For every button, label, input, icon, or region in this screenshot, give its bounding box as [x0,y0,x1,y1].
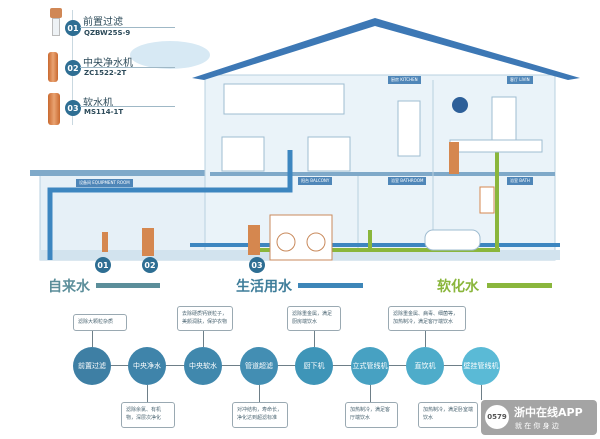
product-name: 中央净水机 [83,58,133,69]
flow-step-desc: 滤除重金属，满足厨房端饮水 [287,306,341,331]
section-title-tap-water: 自来水 [48,279,90,295]
flow-step: 厨下机 [295,347,333,385]
flow-step-desc: 加热制冷，满足客厅端饮水 [345,402,398,428]
room-label-bathroom: 浴室 BATHROOM [388,177,427,185]
room-label-living: 客厅 LIVIN [507,76,533,84]
product-name: 前置过滤 [83,17,123,28]
flow-step: 前置过滤 [73,347,111,385]
prefilter-icon [50,8,64,40]
clock [452,97,468,113]
room-label-equipment: 设备间 EQUIPMENT ROOM [76,179,133,187]
flow-step-desc: 滤除大颗粒杂质 [73,314,127,331]
product-num: 03 [65,100,81,116]
product-model: ZC1522-2T [84,69,127,77]
softener-icon [48,93,60,125]
product-model: MS114-1T [84,108,124,116]
flow-step-desc: 去除硬质钙镁粒子，美颜润肤，保护衣物 [177,306,233,331]
house-illustration [30,18,580,261]
flow-step: 中央净水 [128,347,166,385]
flow-step: 管道超滤 [240,347,278,385]
marker-03: 03 [249,257,265,273]
section-title-domestic-water: 生活用水 [236,279,292,295]
room-label-balcony: 阳台 BALCONY [298,177,333,185]
watermark-slogan: 就 在 你 身 边 [515,422,559,430]
flow-step: 立式管线机 [351,347,389,385]
central-purifier-icon [48,52,58,82]
flow-step-desc: 对冲结构，寿命长，净化达到超滤标准 [232,402,288,428]
flow-step-desc: 滤除重金属、病毒、细菌等，加热制冷，满足客厅端饮水 [388,306,466,331]
flow-step-desc: 滤除余氯、有机物，深层次净化 [121,402,175,428]
product-num: 01 [65,20,81,36]
watermark-logo: 0579 [485,405,509,429]
marker-02: 02 [142,257,158,273]
room-label-kitchen: 厨房 KITCHEN [388,76,421,84]
product-name: 软水机 [83,98,113,109]
section-title-soft-water: 软化水 [437,279,479,295]
flow-step: 壁挂管线机 [462,347,500,385]
flow-step: 中央软水 [184,347,222,385]
flow-step: 直饮机 [406,347,444,385]
watermark: 0579 浙中在线APP 就 在 你 身 边 [481,400,597,435]
room-label-bath: 浴室 BATH [507,177,533,185]
flow-step-desc: 加热制冷，满足卧室端饮水 [418,402,478,428]
product-model: QZBW25S-9 [84,29,131,37]
cloud [130,41,210,69]
product-num: 02 [65,60,81,76]
roof [192,18,580,80]
marker-01: 01 [95,257,111,273]
watermark-name: 浙中在线APP [514,406,583,419]
